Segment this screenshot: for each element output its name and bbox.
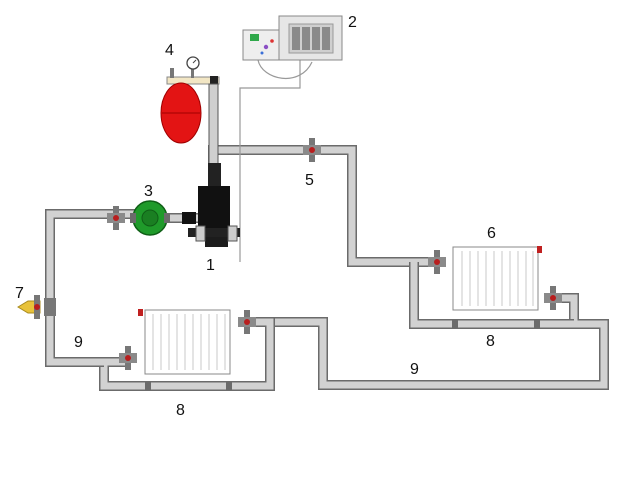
label-return-bottom: 9: [410, 361, 419, 378]
label-drain-valve: 7: [15, 285, 24, 302]
valve-radiator-left-outlet-icon: [238, 310, 256, 334]
label-valve-supply: 5: [305, 172, 314, 189]
heater-fin-icon: [312, 27, 320, 50]
expansion-tank-assembly: [160, 56, 220, 191]
valve-radiator-right-outlet-icon: [544, 286, 562, 310]
label-controller: 2: [348, 14, 357, 31]
circulation-pump: [130, 200, 170, 236]
heater-fin-icon: [302, 27, 310, 50]
valve-supply-icon: [303, 138, 321, 162]
bypass-joint-right-r: [534, 320, 540, 329]
radiator-left-body: [144, 309, 231, 375]
bypass-joint-left-r: [452, 320, 458, 329]
radiator-right: [452, 246, 542, 311]
bypass-joint-right: [226, 382, 232, 391]
controller-display-icon: [250, 34, 259, 41]
valve-pump-inlet-icon: [107, 206, 125, 230]
boiler-body: [198, 186, 230, 230]
radiator-air-valve-icon: [537, 246, 542, 253]
radiator-right-body: [452, 246, 539, 311]
radiator-left: [138, 309, 231, 375]
controller-led-blue-icon: [260, 51, 264, 55]
controller-led-icon: [270, 39, 274, 43]
boiler-base: [188, 228, 240, 237]
drain-valve: [17, 295, 56, 319]
return-pipe-left: [45, 209, 140, 367]
label-radiator-right: 6: [487, 225, 496, 242]
boiler-unit: [182, 163, 240, 247]
tank-fitting-icon: [210, 76, 218, 85]
label-pump: 3: [144, 183, 153, 200]
label-boiler: 1: [206, 257, 215, 274]
label-expansion-tank: 4: [165, 42, 174, 59]
heater-fin-icon: [322, 27, 330, 50]
controller-unit: [239, 15, 343, 262]
label-bypass-bottom: 8: [176, 402, 185, 419]
radiator-air-valve-icon: [138, 309, 143, 316]
bypass-joint-left: [145, 382, 151, 391]
right-return-pipe: [246, 293, 609, 390]
label-bypass-right: 8: [486, 333, 495, 350]
controller-panel: [242, 29, 281, 61]
controller-knob-icon: [263, 44, 269, 50]
pipe-network: [45, 145, 609, 391]
valve-radiator-left-inlet-icon: [119, 346, 137, 370]
label-return-left: 9: [74, 334, 83, 351]
label-group: 1 2 3 4 5 6 7 8 8 9 9: [15, 14, 496, 419]
tank-air-vent-icon: [170, 68, 174, 78]
right-branch-pipe: [409, 262, 450, 329]
heater-fin-icon: [292, 27, 300, 50]
valve-group: [107, 138, 562, 370]
supply-pipe: [208, 145, 438, 267]
valve-radiator-right-inlet-icon: [428, 250, 446, 274]
